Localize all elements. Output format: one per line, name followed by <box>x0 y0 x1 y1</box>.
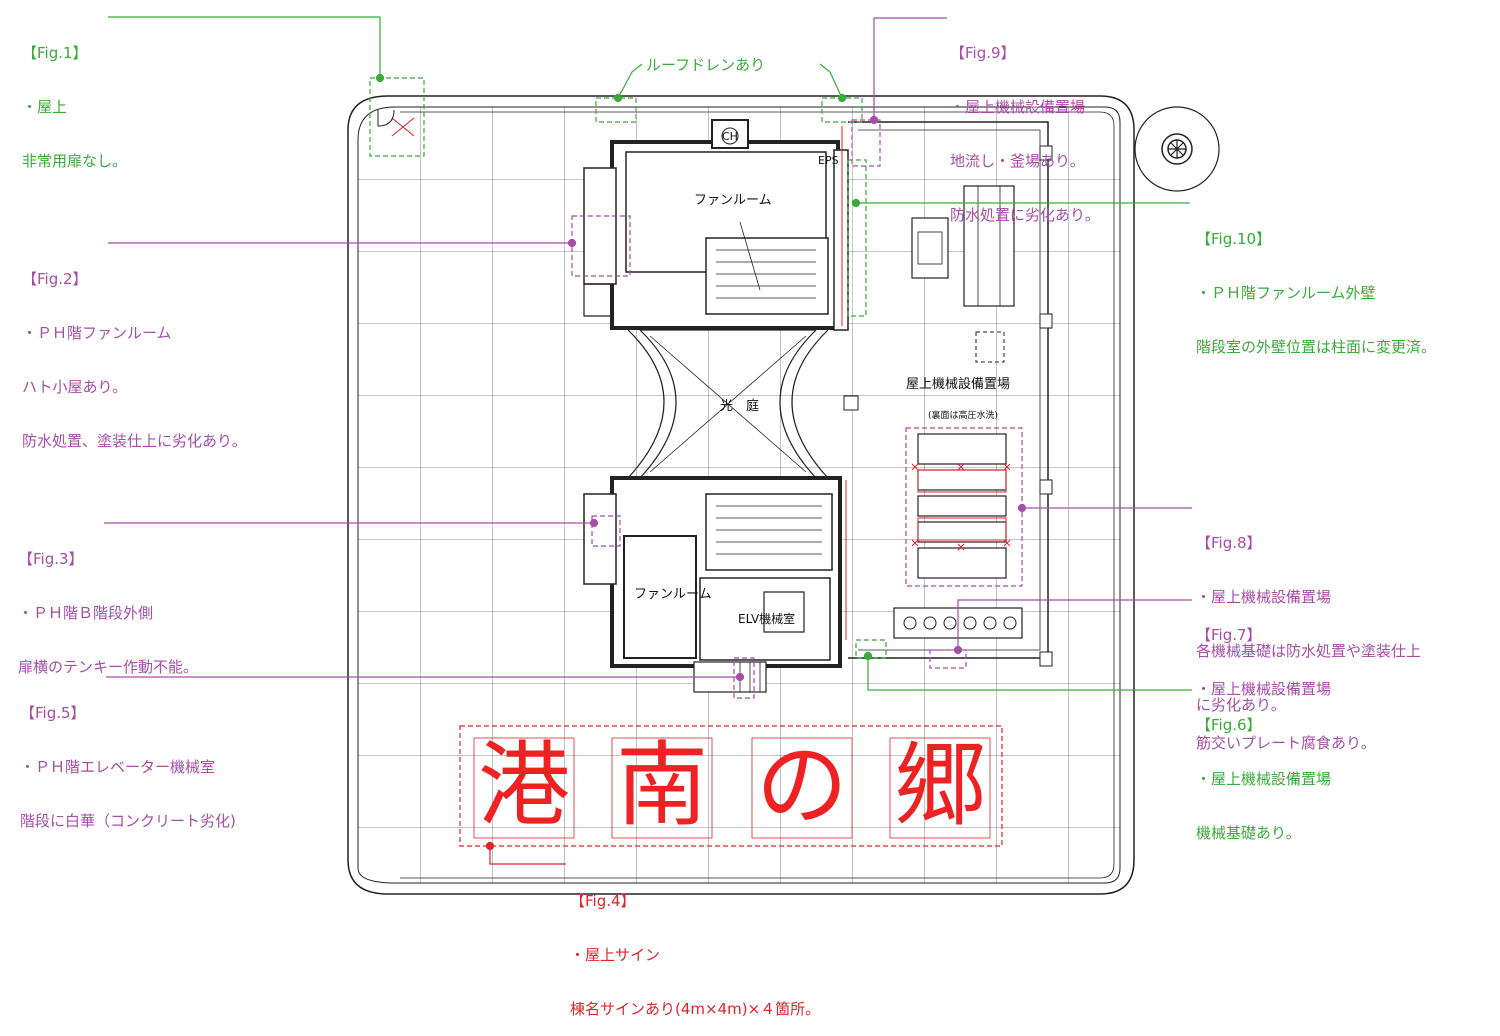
fig4-line-1: ・屋上サイン <box>570 946 661 964</box>
elv-room-label: ELV機械室 <box>738 612 796 626</box>
purple-callouts <box>104 17 1192 699</box>
fig9-line-1: ・屋上機械設備置場 <box>950 98 1086 116</box>
floor-plan-stage: ファンルーム ファンルーム 光 庭 屋上機械設備置場 (裏面は高圧水洗) ELV… <box>18 8 1436 1018</box>
ch-label: CH <box>722 130 738 143</box>
fig8-line-2: 各機械基礎は防水処置や塗装仕上 <box>1196 642 1422 660</box>
fig3-line-2: 扉横のテンキー作動不能。 <box>18 658 199 676</box>
fig2-line-2: ハト小屋あり。 <box>22 378 128 396</box>
fig9-line-2: 地流し・釜場あり。 <box>950 152 1085 170</box>
fan-room-upper-label: ファンルーム <box>694 193 772 208</box>
annotation-fig4: 【Fig.4】 ・屋上サイン 棟名サインあり(4m×4m)×４箇所。 <box>570 856 820 1036</box>
fig1-line-2: 非常用扉なし。 <box>22 152 128 170</box>
eps-label: EPS <box>818 154 839 167</box>
red-structural-marks <box>391 117 1011 640</box>
fig5-line-2: 階段に白華（コンクリート劣化) <box>20 812 236 830</box>
fig1-label: 【Fig.1】 <box>22 44 88 62</box>
fig10-label: 【Fig.10】 <box>1196 230 1272 248</box>
fig4-line-2: 棟名サインあり(4m×4m)×４箇所。 <box>570 1000 821 1018</box>
annotation-fig3: 【Fig.3】 ・ＰＨ階Ｂ階段外側 扉横のテンキー作動不能。 <box>18 514 198 694</box>
red-callout-fig4 <box>485 841 566 865</box>
fig10-line-2: 階段室の外壁位置は柱面に変更済。 <box>1196 338 1437 356</box>
ch-box <box>711 119 749 149</box>
roof-drain-label: ルーフドレンあり <box>646 56 766 74</box>
fig6-line-2: 機械基礎あり。 <box>1196 824 1301 842</box>
fig2-line-1: ・ＰＨ階ファンルーム <box>22 324 172 342</box>
annotation-fig9: 【Fig.9】 ・屋上機械設備置場 地流し・釜場あり。 防水処置に劣化あり。 <box>950 8 1100 242</box>
annotation-fig7: 【Fig.7】 ・屋上機械設備置場 筋交いプレート腐食あり。 <box>1196 590 1376 770</box>
fig7-line-2: 筋交いプレート腐食あり。 <box>1196 734 1376 752</box>
fig5-line-1: ・ＰＨ階エレベーター機械室 <box>20 758 216 776</box>
roof-floor-plan <box>104 16 1220 895</box>
fig1-line-1: ・屋上 <box>22 98 68 116</box>
fig9-line-3: 防水処置に劣化あり。 <box>950 206 1100 224</box>
equipment-area-label: 屋上機械設備置場 <box>906 377 1011 392</box>
fig4-label: 【Fig.4】 <box>570 892 636 910</box>
fan-room-lower-label: ファンルーム <box>634 587 712 602</box>
sign-char-4: 郷 <box>893 732 986 839</box>
fig2-label: 【Fig.2】 <box>22 270 88 288</box>
fig3-line-1: ・ＰＨ階Ｂ階段外側 <box>18 604 154 622</box>
sign-char-2: 南 <box>615 732 708 839</box>
corner-door <box>377 109 395 127</box>
fig10-line-1: ・ＰＨ階ファンルーム外壁 <box>1196 284 1376 302</box>
light-court-char-2: 庭 <box>746 399 760 414</box>
green-callouts <box>108 16 1192 691</box>
roof-vent <box>1134 106 1220 192</box>
annotation-fig2: 【Fig.2】 ・ＰＨ階ファンルーム ハト小屋あり。 防水処置、塗装仕上に劣化あ… <box>22 234 247 468</box>
lower-fan-room-block <box>583 476 842 693</box>
fig9-label: 【Fig.9】 <box>950 44 1016 62</box>
fig6-line-1: ・屋上機械設備置場 <box>1196 770 1332 788</box>
high-pressure-note: (裏面は高圧水洗) <box>928 411 999 421</box>
light-court-char-1: 光 <box>720 399 734 414</box>
annotation-fig5: 【Fig.5】 ・ＰＨ階エレベーター機械室 階段に白華（コンクリート劣化) <box>20 668 236 848</box>
fig3-label: 【Fig.3】 <box>18 550 84 568</box>
annotation-fig1: 【Fig.1】 ・屋上 非常用扉なし。 <box>22 8 127 188</box>
sign-char-3: の <box>755 732 848 839</box>
fig7-label: 【Fig.7】 <box>1196 626 1262 644</box>
fig2-line-3: 防水処置、塗装仕上に劣化あり。 <box>22 432 247 450</box>
annotation-fig6: 【Fig.6】 ・屋上機械設備置場 機械基礎あり。 <box>1196 680 1331 860</box>
roof-sign-frames <box>459 725 1003 847</box>
fig8-line-1: ・屋上機械設備置場 <box>1196 588 1332 606</box>
fig8-label: 【Fig.8】 <box>1196 534 1262 552</box>
fig5-label: 【Fig.5】 <box>20 704 86 722</box>
sign-char-1: 港 <box>477 732 570 839</box>
fig7-line-1: ・屋上機械設備置場 <box>1196 680 1332 698</box>
annotation-fig8: 【Fig.8】 ・屋上機械設備置場 各機械基礎は防水処置や塗装仕上 に劣化あり。 <box>1196 498 1421 732</box>
upper-fan-room <box>583 140 840 330</box>
fig8-line-3: に劣化あり。 <box>1196 696 1286 714</box>
eps-shaft <box>833 149 849 331</box>
fig6-label: 【Fig.6】 <box>1196 716 1262 734</box>
annotation-fig10: 【Fig.10】 ・ＰＨ階ファンルーム外壁 階段室の外壁位置は柱面に変更済。 <box>1196 194 1436 374</box>
